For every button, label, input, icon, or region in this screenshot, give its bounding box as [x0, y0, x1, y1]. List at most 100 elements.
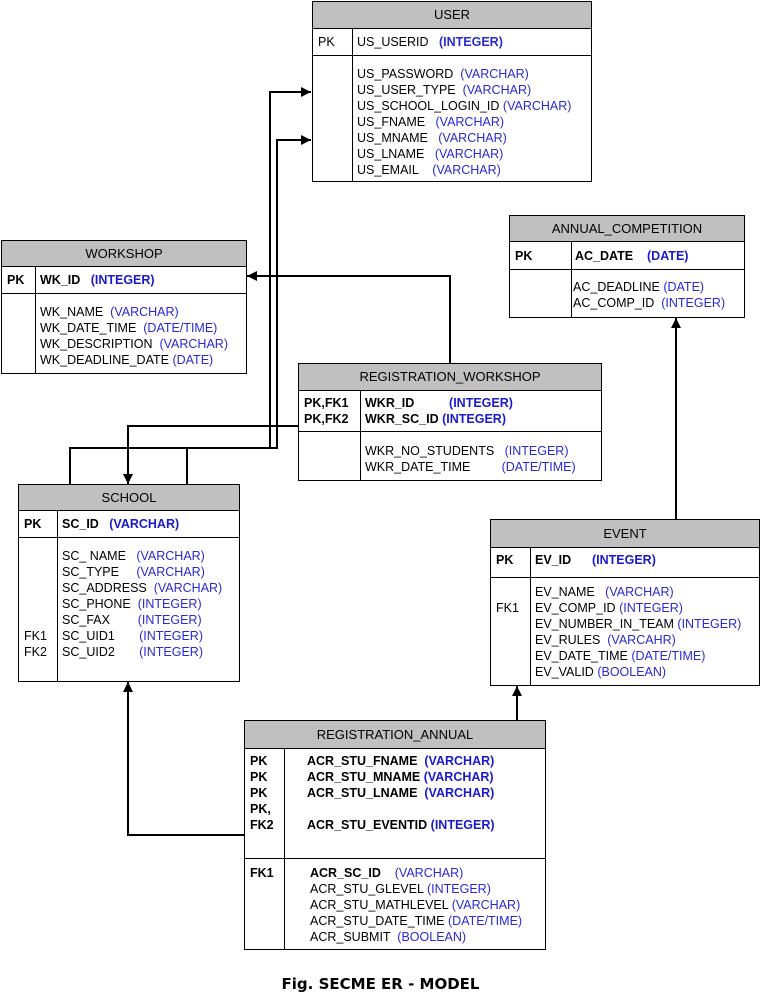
attribute-type: (INTEGER): [504, 444, 569, 458]
attribute-row: US_FNAME (VARCHAR): [357, 114, 571, 130]
attribute-type: (VARCHAR): [424, 786, 495, 800]
entity-title: ANNUAL_COMPETITION: [510, 216, 744, 242]
attribute-name: WK_NAME: [40, 305, 104, 319]
attribute-type: (VARCHAR): [460, 67, 529, 81]
attribute-name: ACR_STU_MATHLEVEL: [310, 898, 449, 912]
attribute-name: ACR_STU_EVENTID: [307, 818, 428, 832]
attribute-type: (INTEGER): [619, 601, 683, 615]
attribute-name: WK_ID: [40, 273, 81, 287]
attribute-name: SC_ADDRESS: [62, 581, 147, 595]
attribute-type: (INTEGER): [430, 818, 495, 832]
pk-attributes: EV_ID (INTEGER): [535, 552, 656, 568]
key-label: PK: [24, 517, 42, 531]
key-label: [24, 580, 47, 596]
attribute-name: US_LNAME: [357, 147, 425, 161]
pk-attributes: WKR_ID (INTEGER)WKR_SC_ID (INTEGER): [365, 395, 513, 427]
attribute-name: ACR_STU_GLEVEL: [310, 882, 424, 896]
attribute-type: (VARCHAR): [432, 163, 501, 177]
attribute-type: (VARCHAR): [462, 83, 532, 97]
entity-annual-competition: ANNUAL_COMPETITION PK AC_DATE (DATE) AC_…: [509, 215, 745, 318]
attribute-type: (VARCHAR): [423, 770, 494, 784]
attribute-type: (INTEGER): [139, 645, 203, 659]
attribute-type: (BOOLEAN): [397, 930, 467, 944]
attribute-type: (INTEGER): [438, 35, 503, 49]
pk-keys: PK: [7, 272, 24, 288]
attribute-name: US_FNAME: [357, 115, 426, 129]
pk-attributes: ACR_STU_FNAME (VARCHAR)ACR_STU_MNAME (VA…: [307, 753, 495, 833]
attribute-row: EV_ID (INTEGER): [535, 552, 656, 568]
attribute-type: (INTEGER): [137, 597, 202, 611]
attribute-name: ACR_SUBMIT: [310, 930, 391, 944]
pk-attributes: AC_DATE (DATE): [575, 248, 688, 264]
attribute-name: SC_UID2: [62, 645, 115, 659]
attribute-row: EV_NAME (VARCHAR): [535, 584, 741, 600]
key-label: PK,: [250, 802, 271, 816]
link-regannual-to-school: [123, 682, 244, 836]
key-label: FK1: [24, 629, 47, 643]
key-label: PK: [250, 770, 268, 784]
attribute-type: (DATE/TIME): [501, 460, 576, 474]
entity-title: SCHOOL: [19, 485, 239, 511]
pk-keys: PK: [24, 516, 41, 532]
attribute-row: SC_ID (VARCHAR): [62, 516, 179, 532]
attribute-type: (VARCHAR): [136, 565, 205, 579]
attribute-name: SC_ NAME: [62, 549, 126, 563]
attributes: AC_DEADLINE (DATE)AC_COMP_ID (INTEGER): [573, 279, 725, 311]
key-label: [496, 584, 519, 600]
key-label: PK,FK1: [304, 396, 349, 410]
attribute-row: [307, 801, 495, 817]
attribute-row: ACR_STU_MATHLEVEL (VARCHAR): [310, 897, 522, 913]
attribute-type: (INTEGER): [137, 613, 202, 627]
link-regworkshop-to-workshop: [247, 271, 451, 363]
attribute-row: SC_TYPE (VARCHAR): [62, 564, 222, 580]
fk-keys: FK1: [496, 584, 519, 616]
entity-title: USER: [313, 2, 591, 29]
attribute-type: (DATE/TIME): [631, 649, 706, 663]
attribute-row: EV_VALID (BOOLEAN): [535, 664, 741, 680]
attribute-type: (VARCHAR): [451, 898, 521, 912]
attribute-type: (VARCHAR): [424, 754, 495, 768]
attribute-type: (VARCHAR): [435, 115, 505, 129]
attribute-type: (VARCHAR): [109, 517, 180, 531]
attribute-name: AC_DATE: [575, 249, 634, 263]
attribute-row: ACR_STU_GLEVEL (INTEGER): [310, 881, 522, 897]
attribute-name: US_EMAIL: [357, 163, 419, 177]
attribute-name: WKR_NO_STUDENTS: [365, 444, 495, 458]
attribute-row: ACR_STU_LNAME (VARCHAR): [307, 785, 495, 801]
attribute-name: EV_NUMBER_IN_TEAM: [535, 617, 674, 631]
attribute-name: EV_DATE_TIME: [535, 649, 628, 663]
attribute-type: (DATE/TIME): [143, 321, 218, 335]
attribute-name: EV_NAME: [535, 585, 595, 599]
attribute-row: WK_ID (INTEGER): [40, 272, 155, 288]
attributes: WK_NAME (VARCHAR)WK_DATE_TIME (DATE/TIME…: [40, 304, 228, 368]
attribute-name: US_MNAME: [357, 131, 428, 145]
fk-keys: FK1: [250, 865, 274, 881]
key-label: [24, 612, 47, 628]
attribute-row: ACR_STU_FNAME (VARCHAR): [307, 753, 495, 769]
entity-title: EVENT: [491, 520, 759, 548]
attribute-name: ACR_SC_ID: [310, 866, 381, 880]
attribute-type: (DATE): [647, 249, 689, 263]
attribute-type: (INTEGER): [426, 882, 491, 896]
attribute-name: US_USER_TYPE: [357, 83, 456, 97]
attribute-row: ACR_STU_EVENTID (INTEGER): [307, 817, 495, 833]
key-label: PK: [250, 754, 268, 768]
attribute-row: US_SCHOOL_LOGIN_ID (VARCHAR): [357, 98, 571, 114]
attribute-row: EV_NUMBER_IN_TEAM (INTEGER): [535, 616, 741, 632]
attribute-name: US_SCHOOL_LOGIN_ID: [357, 99, 500, 113]
entity-workshop: WORKSHOP PK WK_ID (INTEGER) WK_NAME (VAR…: [1, 240, 247, 374]
attribute-name: WKR_ID: [365, 396, 415, 410]
attribute-row: SC_PHONE (INTEGER): [62, 596, 222, 612]
attribute-type: (INTEGER): [677, 617, 742, 631]
attribute-row: EV_DATE_TIME (DATE/TIME): [535, 648, 741, 664]
attribute-type: (DATE): [663, 280, 705, 294]
attribute-name: SC_TYPE: [62, 565, 119, 579]
attribute-type: (VARCHAR): [136, 549, 205, 563]
attribute-name: ACR_STU_DATE_TIME: [310, 914, 445, 928]
key-label: FK2: [24, 645, 47, 659]
attribute-type: (VARCHAR): [438, 131, 507, 145]
pk-attributes: WK_ID (INTEGER): [40, 272, 155, 288]
